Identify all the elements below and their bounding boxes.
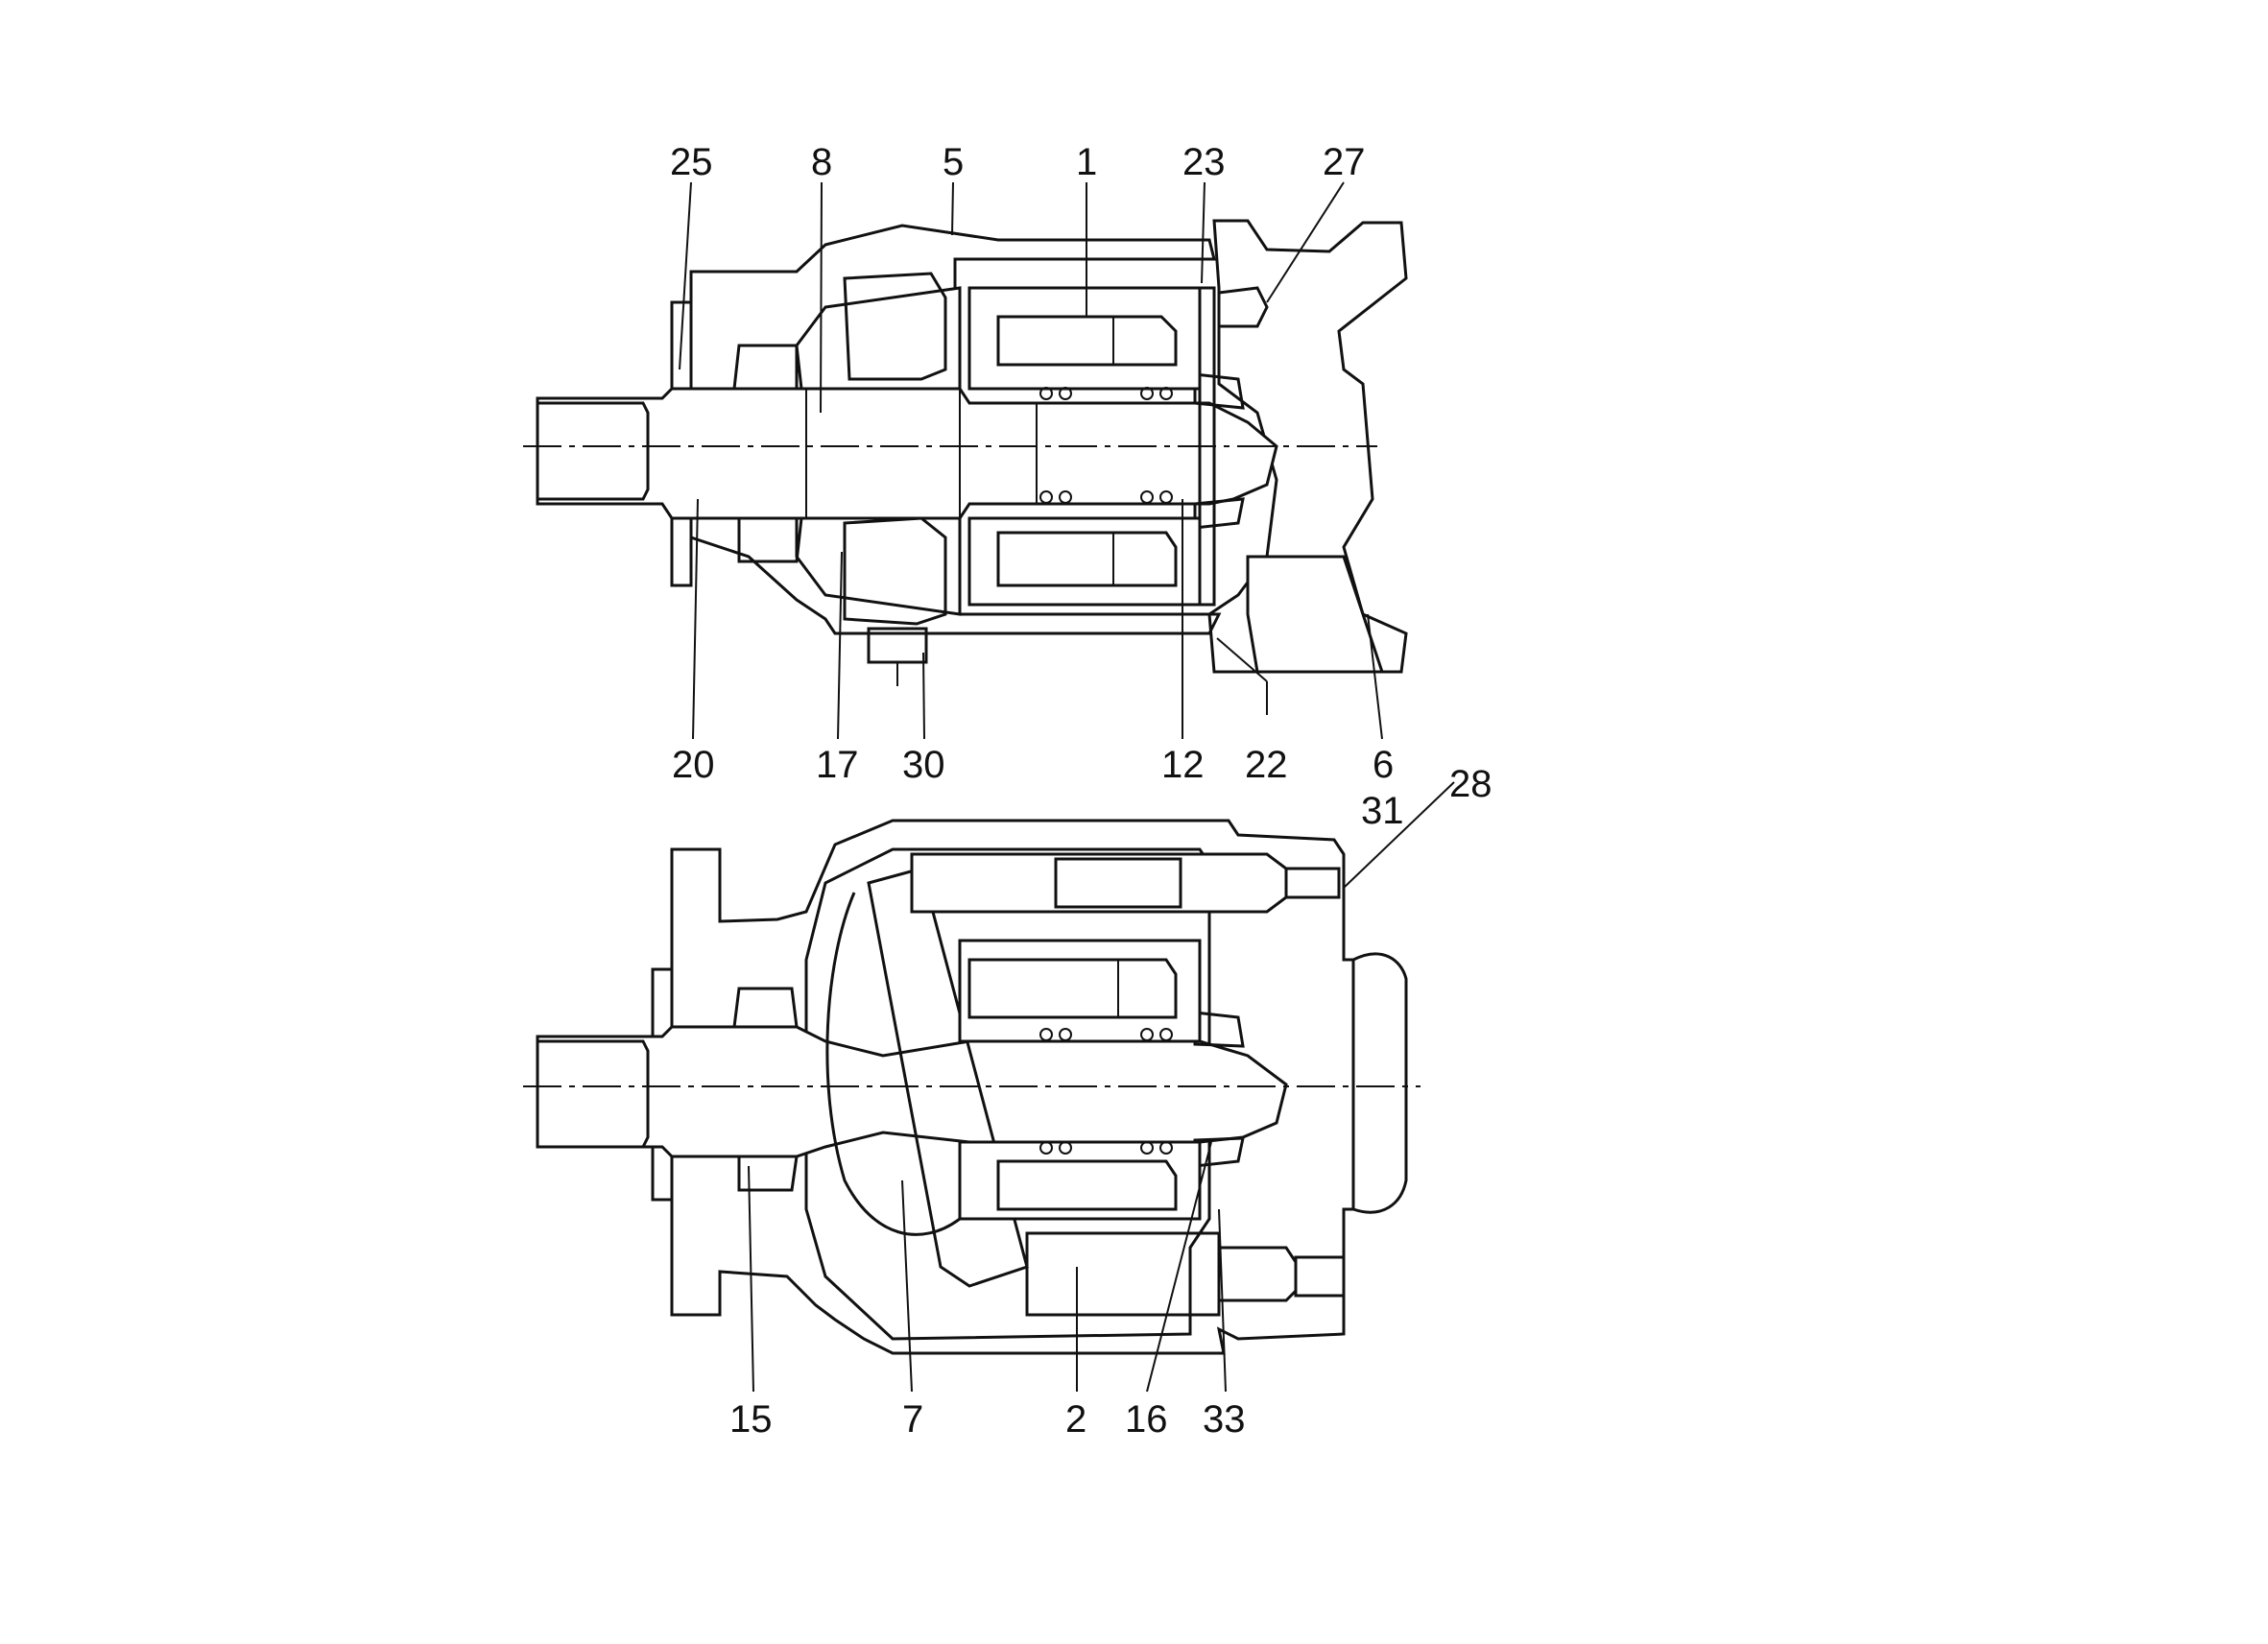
callout-33: 33 — [1203, 1398, 1246, 1441]
callout-12: 12 — [1161, 744, 1205, 786]
callout-20: 20 — [672, 744, 715, 786]
callout-17: 17 — [816, 744, 859, 786]
callout-16: 16 — [1125, 1398, 1168, 1441]
callout-5: 5 — [943, 141, 964, 183]
callout-2: 2 — [1065, 1398, 1086, 1441]
end-cover-cavity-top — [1246, 555, 1385, 674]
end-cover-top — [1207, 219, 1408, 674]
tapered-bearing-left-bottom — [732, 987, 799, 1029]
callout-8: 8 — [811, 141, 832, 183]
control-piston-upper — [910, 852, 1288, 914]
swash-plate-bottom — [825, 892, 961, 1236]
swash-block-upper-top — [843, 272, 947, 381]
callout-31: 31 — [1361, 790, 1404, 832]
callout-25: 25 — [670, 141, 713, 183]
tapered-bearing-right-top — [1193, 372, 1245, 410]
top-section-view — [523, 219, 1408, 686]
piston-top-upper — [996, 315, 1178, 367]
shaft-spline-bottom — [536, 1039, 650, 1149]
callout-28: 28 — [1449, 763, 1492, 805]
shaft-spline-top — [536, 401, 650, 501]
input-shaft-bottom — [536, 1025, 1288, 1158]
callout-22: 22 — [1245, 744, 1288, 786]
callout-6: 6 — [1373, 744, 1394, 786]
callout-23: 23 — [1182, 141, 1226, 183]
callout-30: 30 — [902, 744, 945, 786]
plug-30 — [867, 627, 928, 664]
callout-7: 7 — [902, 1398, 923, 1441]
plug-27 — [1217, 286, 1269, 328]
swash-block-lower-top — [843, 516, 947, 626]
piston-bottom-lower — [996, 1159, 1178, 1211]
callout-27: 27 — [1323, 141, 1366, 183]
barrel-springs-bottom — [1039, 1028, 1173, 1155]
piston-bottom-upper — [967, 958, 1178, 1019]
callout-1: 1 — [1076, 141, 1097, 183]
piston-top-lower — [996, 531, 1178, 587]
leader-lines — [679, 181, 1455, 1393]
control-piston-lower — [1025, 1231, 1221, 1317]
callouts: 25 8 5 1 23 27 20 17 30 12 22 6 31 28 15… — [670, 141, 1492, 1441]
bottom-section-view — [523, 819, 1420, 1355]
callout-15: 15 — [729, 1398, 773, 1441]
barrel-springs-top — [1039, 387, 1173, 504]
input-shaft-top — [536, 387, 1278, 520]
port-plate-top — [1198, 286, 1216, 607]
end-cover-boss-bottom — [1351, 952, 1408, 1214]
tapered-bearing-left-top — [732, 344, 803, 391]
